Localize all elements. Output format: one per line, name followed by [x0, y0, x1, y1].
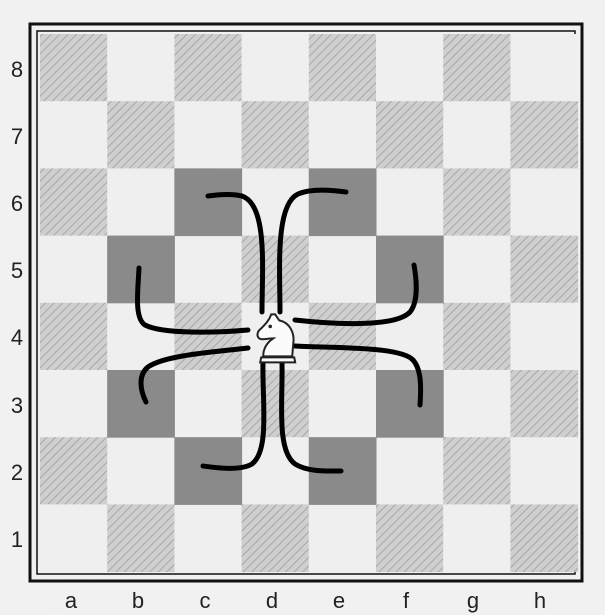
- square-g2: [443, 437, 511, 505]
- square-f7: [376, 101, 444, 169]
- square-b8: [107, 34, 175, 102]
- square-g8: [443, 34, 511, 102]
- file-label-f: f: [391, 590, 421, 612]
- file-label-a: a: [56, 590, 86, 612]
- square-c4: [174, 303, 242, 371]
- highlight-c2: [174, 437, 242, 505]
- rank-label-2: 2: [6, 462, 28, 484]
- square-a6: [40, 168, 108, 236]
- file-label-e: e: [324, 590, 354, 612]
- rank-label-6: 6: [6, 193, 28, 215]
- square-c3: [174, 370, 242, 438]
- square-d5: [242, 236, 310, 304]
- square-f6: [376, 168, 444, 236]
- square-h3: [510, 370, 578, 438]
- square-h8: [510, 34, 578, 102]
- rank-label-8: 8: [6, 59, 28, 81]
- square-a8: [40, 34, 108, 102]
- square-e1: [309, 504, 377, 572]
- square-e3: [309, 370, 377, 438]
- square-g7: [443, 101, 511, 169]
- square-c8: [174, 34, 242, 102]
- square-d1: [242, 504, 310, 572]
- square-g4: [443, 303, 511, 371]
- square-h2: [510, 437, 578, 505]
- square-h5: [510, 236, 578, 304]
- square-d3: [242, 370, 310, 438]
- highlight-f3: [376, 370, 444, 438]
- square-f8: [376, 34, 444, 102]
- highlight-f5: [376, 236, 444, 304]
- square-b7: [107, 101, 175, 169]
- square-a7: [40, 101, 108, 169]
- file-label-d: d: [257, 590, 287, 612]
- square-a5: [40, 236, 108, 304]
- square-g3: [443, 370, 511, 438]
- square-c5: [174, 236, 242, 304]
- knight-eye: [268, 325, 272, 329]
- square-a4: [40, 303, 108, 371]
- square-b1: [107, 504, 175, 572]
- square-h1: [510, 504, 578, 572]
- square-a3: [40, 370, 108, 438]
- square-a2: [40, 437, 108, 505]
- square-h4: [510, 303, 578, 371]
- file-label-c: c: [190, 590, 220, 612]
- square-a1: [40, 504, 108, 572]
- square-e4: [309, 303, 377, 371]
- rank-label-7: 7: [6, 126, 28, 148]
- highlight-c6: [174, 168, 242, 236]
- square-g1: [443, 504, 511, 572]
- square-b2: [107, 437, 175, 505]
- square-h7: [510, 101, 578, 169]
- rank-label-5: 5: [6, 260, 28, 282]
- square-f1: [376, 504, 444, 572]
- square-g5: [443, 236, 511, 304]
- square-h6: [510, 168, 578, 236]
- square-d8: [242, 34, 310, 102]
- square-d7: [242, 101, 310, 169]
- square-e8: [309, 34, 377, 102]
- rank-label-1: 1: [6, 529, 28, 551]
- square-e5: [309, 236, 377, 304]
- file-label-h: h: [525, 590, 555, 612]
- square-g6: [443, 168, 511, 236]
- square-b6: [107, 168, 175, 236]
- square-d2: [242, 437, 310, 505]
- knight-base: [260, 357, 295, 362]
- square-c1: [174, 504, 242, 572]
- square-e7: [309, 101, 377, 169]
- square-f2: [376, 437, 444, 505]
- rank-label-3: 3: [6, 395, 28, 417]
- rank-label-4: 4: [6, 327, 28, 349]
- file-label-g: g: [458, 590, 488, 612]
- highlight-e6: [309, 168, 377, 236]
- square-c7: [174, 101, 242, 169]
- file-label-b: b: [123, 590, 153, 612]
